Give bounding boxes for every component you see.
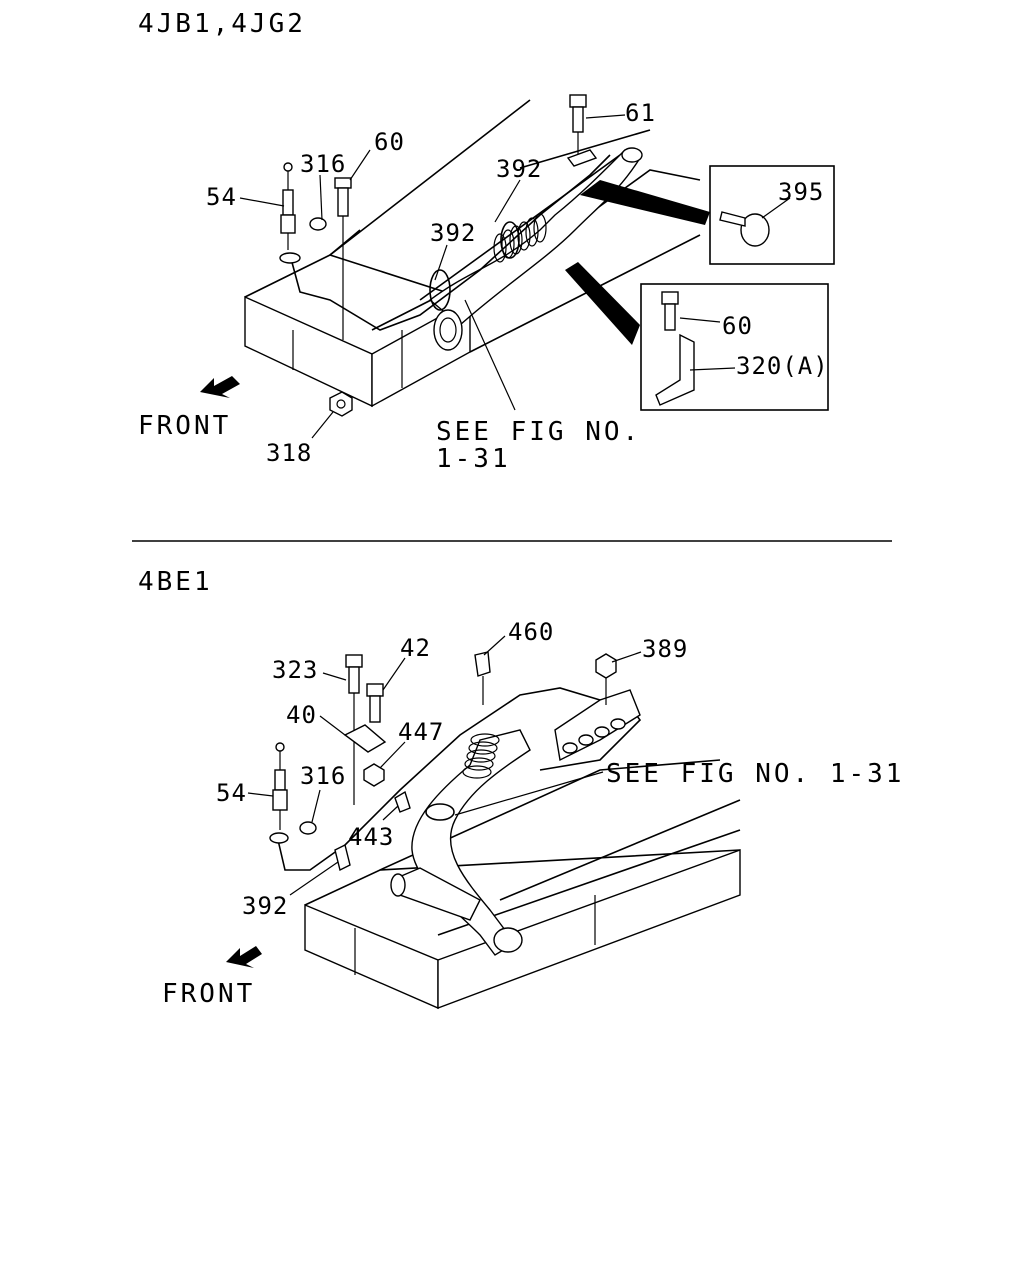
see-fig-upper-line1: SEE FIG NO. (436, 417, 641, 447)
callout-392-upper-b: 392 (430, 219, 476, 247)
callout-447: 447 (398, 718, 444, 746)
callout-389: 389 (642, 635, 688, 663)
callout-316-lower: 316 (300, 762, 346, 790)
clip-460 (474, 651, 491, 705)
clamp-392-upper (500, 221, 520, 259)
callout-323: 323 (272, 656, 318, 684)
nut-318 (329, 391, 353, 417)
band-clamp-395 (719, 211, 770, 247)
front-label-lower: FRONT (162, 979, 255, 1009)
callout-40: 40 (286, 701, 317, 729)
callout-60-detail: 60 (722, 312, 753, 340)
accelerator-cable-lower (277, 687, 601, 871)
exhaust-pipe-lower (390, 729, 531, 956)
clip-443 (394, 790, 411, 813)
section-title-4be1: 4BE1 (138, 567, 213, 597)
bolt-323 (345, 654, 363, 805)
section-4jb1-4jg2: 4JB1,4JG2 (138, 9, 835, 474)
nut-447 (363, 763, 385, 787)
callout-54-upper: 54 (206, 183, 237, 211)
see-fig-upper-line2: 1-31 (436, 444, 511, 474)
callout-60-upper: 60 (374, 128, 405, 156)
callout-54-lower: 54 (216, 779, 247, 807)
front-label-upper: FRONT (138, 411, 231, 441)
detail-box-395 (709, 165, 835, 265)
front-arrow-upper (200, 376, 240, 398)
callout-42: 42 (400, 634, 431, 662)
cable-end-54-lower (269, 742, 289, 844)
callout-395: 395 (778, 178, 824, 206)
flex-section-lower (462, 733, 500, 779)
clip-316-lower (299, 821, 317, 835)
exhaust-manifold (554, 689, 641, 762)
callout-392-upper-a: 392 (496, 155, 542, 183)
bracket-320a (655, 333, 695, 406)
clip-316-upper (309, 217, 327, 231)
section-4be1: 4BE1 (138, 567, 904, 1010)
callout-320a: 320(A) (736, 352, 829, 380)
chassis-frame-lower (304, 699, 741, 1010)
chassis-frame-upper (244, 99, 701, 408)
detail-box-320 (640, 283, 829, 411)
bolt-61 (566, 94, 598, 167)
callout-460: 460 (508, 618, 554, 646)
nut-389 (595, 653, 617, 705)
clamp-lower (425, 803, 455, 821)
callout-61: 61 (625, 99, 656, 127)
callout-316-upper: 316 (300, 150, 346, 178)
front-arrow-lower (226, 946, 262, 968)
bolt-42 (366, 683, 384, 723)
callout-318: 318 (266, 439, 312, 467)
clip-392-lower (334, 843, 351, 872)
callout-392-lower: 392 (242, 892, 288, 920)
bracket-40 (343, 724, 387, 753)
see-fig-lower: SEE FIG NO. 1-31 (606, 759, 904, 789)
clamp-392-lower (429, 269, 451, 311)
callout-443: 443 (348, 823, 394, 851)
section-title-4jb1-4jg2: 4JB1,4JG2 (138, 9, 306, 39)
accelerator-cable-upper (289, 154, 611, 331)
cable-end-54 (279, 162, 301, 264)
bolt-60-upper (334, 177, 352, 340)
bolt-60-detail (661, 291, 679, 331)
